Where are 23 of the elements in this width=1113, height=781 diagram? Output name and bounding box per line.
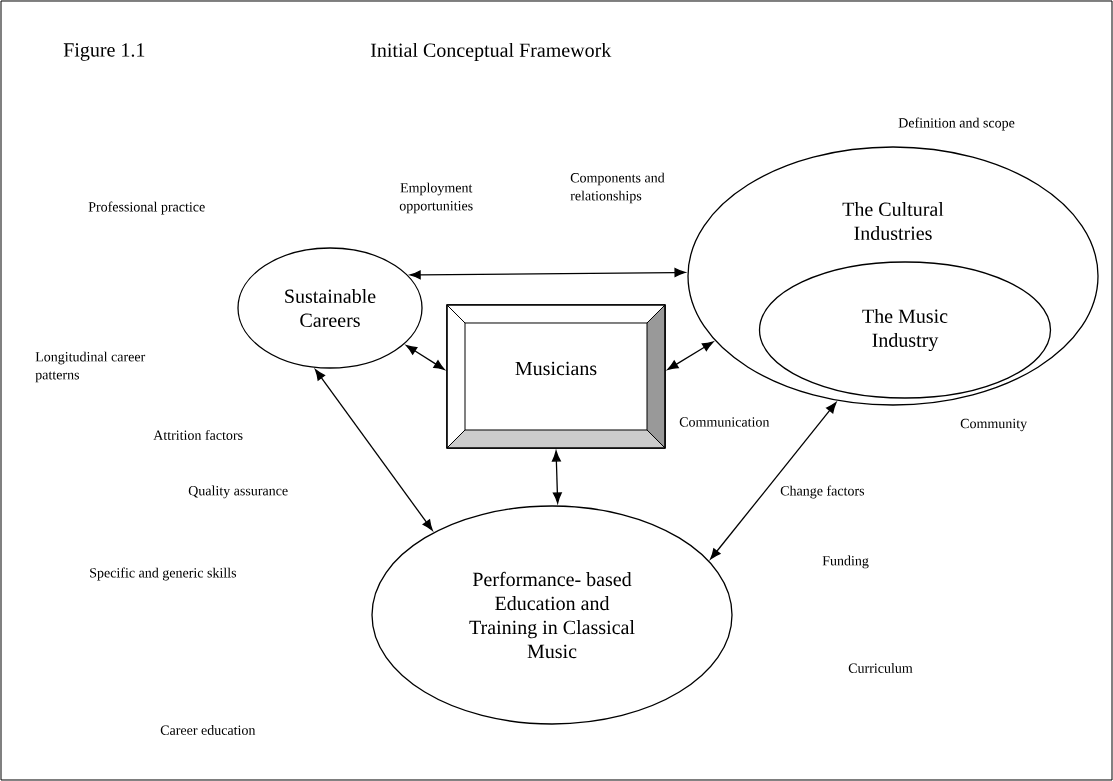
topic-label: Community (960, 418, 1028, 432)
arrow (710, 402, 837, 560)
topic-label: Communication (679, 417, 770, 427)
topic-label: Career education (160, 725, 256, 735)
topic-label: Employment opportunities (399, 182, 473, 214)
topic-label: Components and relationships (570, 172, 665, 204)
arrow (405, 345, 445, 370)
arrow (551, 450, 562, 504)
topic-label: Professional practice (88, 201, 205, 215)
topic-label: Curriculum (848, 663, 913, 673)
figure-number: Figure 1.1 (63, 43, 145, 61)
topic-label: Longitudinal career patterns (35, 351, 146, 383)
musicians-box: Musicians (446, 304, 666, 449)
arrow (409, 268, 686, 280)
arrow (314, 369, 433, 531)
topic-label: Funding (822, 555, 869, 569)
topic-label: Definition and scope (898, 117, 1015, 131)
topic-label: Change factors (780, 485, 865, 499)
topic-label: Specific and generic skills (90, 567, 237, 581)
title: Initial Conceptual Framework (370, 42, 612, 62)
topic-label: Quality assurance (188, 485, 288, 499)
topic-label: Attrition factors (153, 430, 243, 440)
arrow (667, 341, 714, 371)
